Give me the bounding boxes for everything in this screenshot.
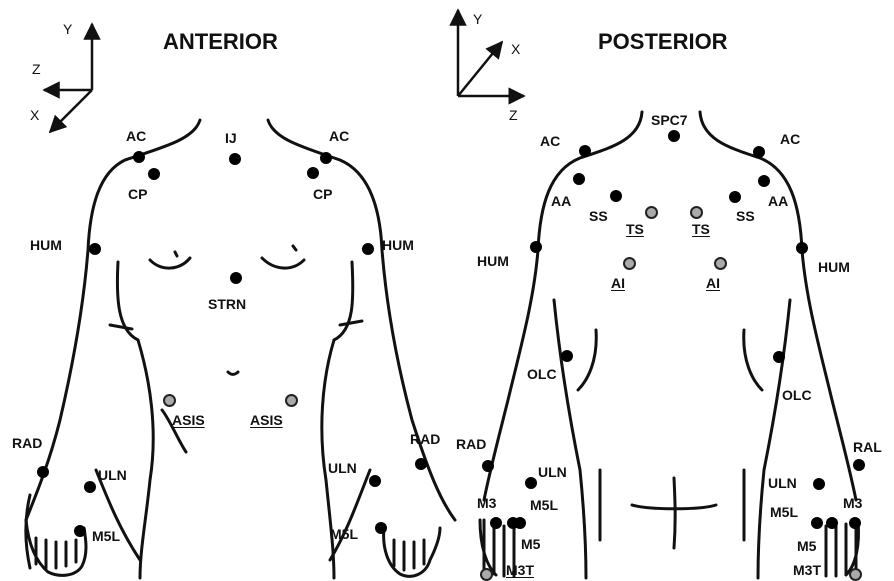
marker-post-m3-left <box>490 517 502 529</box>
label-post-m3-right: M3 <box>843 496 862 510</box>
marker-post-olc-right <box>773 351 785 363</box>
marker-post-aa-right <box>758 175 770 187</box>
marker-ant-uln-right <box>369 475 381 487</box>
marker-post-rad-right <box>853 459 865 471</box>
marker-ant-m5l-left <box>74 525 86 537</box>
posterior-axis-y-label: Y <box>473 12 482 26</box>
marker-post-ai-left <box>623 257 636 270</box>
label-ant-m5l-right: M5L <box>330 527 358 541</box>
label-post-uln-right: ULN <box>768 476 797 490</box>
posterior-title: POSTERIOR <box>598 31 728 53</box>
marker-ant-cp-left <box>148 168 160 180</box>
anterior-axis-z-label: Z <box>32 62 41 76</box>
marker-ant-asis-left <box>163 394 176 407</box>
label-ant-asis-left: ASIS <box>172 413 205 427</box>
anterior-axis-triad <box>44 24 92 132</box>
label-post-aa-left: AA <box>551 194 571 208</box>
marker-post-hum-left <box>530 241 542 253</box>
label-post-m3t-right: M3T <box>793 563 821 577</box>
marker-post-hum-right <box>796 242 808 254</box>
label-post-ts-left: TS <box>626 222 644 236</box>
label-post-ss-left: SS <box>589 209 608 223</box>
marker-post-m3t-left <box>480 568 493 581</box>
marker-ant-strn <box>230 272 242 284</box>
marker-ant-uln-left <box>84 481 96 493</box>
label-post-rad-right: RAL <box>853 440 882 454</box>
label-ant-rad-right: RAD <box>410 432 440 446</box>
marker-ant-ac-left <box>133 151 145 163</box>
marker-post-ac-left <box>579 145 591 157</box>
label-post-m3t-left: M3T <box>506 563 534 577</box>
marker-post-m5-left <box>514 517 526 529</box>
label-post-ac-right: AC <box>780 132 800 146</box>
label-post-hum-right: HUM <box>818 260 850 274</box>
marker-post-m5l-right <box>811 517 823 529</box>
anterior-title: ANTERIOR <box>163 31 278 53</box>
label-post-ts-right: TS <box>692 222 710 236</box>
marker-ant-rad-left <box>37 466 49 478</box>
label-post-uln-left: ULN <box>538 465 567 479</box>
label-ant-hum-right: HUM <box>382 238 414 252</box>
label-ant-uln-right: ULN <box>328 461 357 475</box>
label-post-m3-left: M3 <box>477 496 496 510</box>
marker-post-ts-right <box>690 206 703 219</box>
marker-post-m3-right <box>849 517 861 529</box>
marker-post-aa-left <box>573 173 585 185</box>
marker-post-ts-left <box>645 206 658 219</box>
label-ant-ac-right: AC <box>329 129 349 143</box>
marker-ant-ac-right <box>320 152 332 164</box>
anterior-axis-x-label: X <box>30 108 39 122</box>
marker-post-m3t-right <box>849 568 862 581</box>
label-ant-m5l-left: M5L <box>92 529 120 543</box>
label-post-m5l-left: M5L <box>530 498 558 512</box>
label-post-olc-left: OLC <box>527 367 557 381</box>
marker-ant-cp-right <box>307 167 319 179</box>
posterior-axis-z-label: Z <box>509 108 518 122</box>
label-post-olc-right: OLC <box>782 388 812 402</box>
label-ant-rad-left: RAD <box>12 436 42 450</box>
marker-ant-m5l-right <box>375 522 387 534</box>
marker-post-spc7 <box>668 130 680 142</box>
marker-ant-hum-right <box>362 243 374 255</box>
marker-ant-asis-right <box>285 394 298 407</box>
marker-post-rad-left <box>482 460 494 472</box>
marker-post-uln-right <box>813 478 825 490</box>
label-ant-ij: IJ <box>225 131 237 145</box>
posterior-axis-x-label: X <box>511 42 520 56</box>
marker-post-ss-right <box>729 191 741 203</box>
label-post-m5-left: M5 <box>521 537 540 551</box>
label-ant-uln-left: ULN <box>98 468 127 482</box>
label-post-spc7: SPC7 <box>651 113 688 127</box>
label-post-rad-left: RAD <box>456 437 486 451</box>
label-ant-asis-right: ASIS <box>250 413 283 427</box>
label-ant-strn: STRN <box>208 297 246 311</box>
marker-post-olc-left <box>561 350 573 362</box>
label-post-hum-left: HUM <box>477 254 509 268</box>
label-post-ss-right: SS <box>736 209 755 223</box>
label-post-ac-left: AC <box>540 134 560 148</box>
label-ant-cp-left: CP <box>128 187 147 201</box>
label-post-m5-right: M5 <box>797 539 816 553</box>
label-post-ai-left: AI <box>611 276 625 290</box>
label-post-ai-right: AI <box>706 276 720 290</box>
label-post-m5l-right: M5L <box>770 505 798 519</box>
label-ant-cp-right: CP <box>313 187 332 201</box>
marker-post-m5-right <box>826 517 838 529</box>
marker-ant-hum-left <box>89 243 101 255</box>
marker-post-ss-left <box>610 190 622 202</box>
anterior-body-outline <box>26 120 455 578</box>
label-ant-hum-left: HUM <box>30 238 62 252</box>
marker-ant-ij <box>229 153 241 165</box>
marker-post-uln-left <box>525 477 537 489</box>
marker-ant-rad-right <box>415 458 427 470</box>
marker-post-ac-right <box>753 146 765 158</box>
label-ant-ac-left: AC <box>126 129 146 143</box>
label-post-aa-right: AA <box>768 194 788 208</box>
marker-post-ai-right <box>714 257 727 270</box>
anterior-axis-y-label: Y <box>63 22 72 36</box>
